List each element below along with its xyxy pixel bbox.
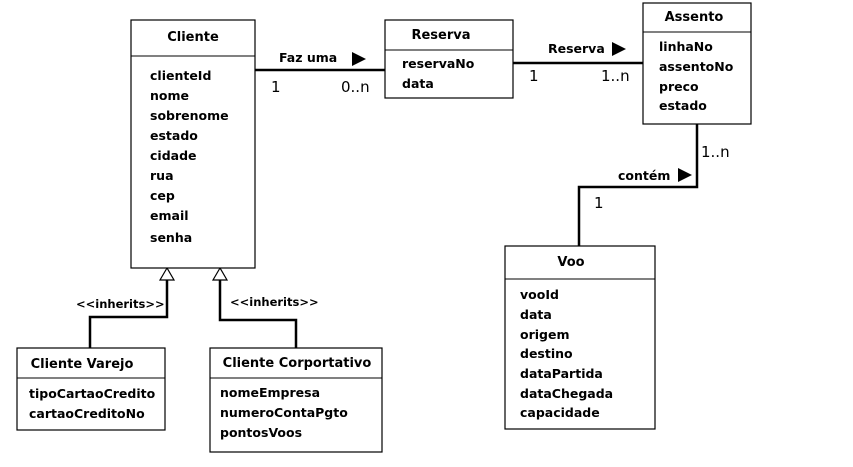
attribute: destino: [520, 346, 573, 361]
direction-arrow-icon: [678, 168, 692, 182]
attribute: clienteId: [150, 68, 211, 83]
class-cliente-varejo: Cliente Varejo tipoCartaoCredito cartaoC…: [16, 347, 166, 431]
attribute: data: [520, 307, 552, 322]
class-title-cliente-corporativo: Cliente Corportativo: [223, 356, 372, 371]
class-title-cliente-varejo: Cliente Varejo: [31, 357, 134, 372]
class-title-voo: Voo: [557, 255, 584, 270]
attribute: email: [150, 208, 189, 223]
attribute: data: [402, 76, 434, 91]
multiplicity-reserva-from-cliente: 0..n: [341, 78, 370, 96]
stereotype-inherits-corporativo: <<inherits>>: [230, 295, 319, 309]
attribute: rua: [150, 168, 174, 183]
attribute: cidade: [150, 148, 197, 163]
attribute: numeroContaPgto: [220, 405, 348, 420]
attribute: capacidade: [520, 405, 600, 420]
attribute: assentoNo: [659, 59, 734, 74]
attribute: cartaoCreditoNo: [29, 406, 145, 421]
association-label-contem: contém: [618, 168, 670, 183]
association-label-faz-uma: Faz uma: [279, 50, 337, 65]
attribute: dataPartida: [520, 366, 603, 381]
direction-arrow-icon: [612, 42, 626, 56]
multiplicity-reserva: 1: [529, 67, 539, 85]
attribute: estado: [659, 98, 707, 113]
class-title-cliente: Cliente: [167, 30, 219, 45]
attribute: cep: [150, 188, 175, 203]
association-assento-voo: [577, 124, 699, 246]
attribute: preco: [659, 79, 699, 94]
attribute: pontosVoos: [220, 425, 302, 440]
stereotype-inherits-varejo: <<inherits>>: [76, 297, 165, 311]
attribute: estado: [150, 128, 198, 143]
attribute: sobrenome: [150, 108, 229, 123]
attribute: linhaNo: [659, 39, 713, 54]
class-cliente-corporativo: Cliente Corportativo nomeEmpresa numeroC…: [209, 347, 383, 453]
attribute: tipoCartaoCredito: [29, 386, 156, 401]
multiplicity-assento: 1..n: [701, 143, 730, 161]
multiplicity-assento-from-reserva: 1..n: [601, 67, 630, 85]
attribute: nome: [150, 88, 189, 103]
inheritance-varejo-cliente: [88, 280, 169, 348]
class-title-reserva: Reserva: [411, 28, 470, 43]
attribute: dataChegada: [520, 386, 613, 401]
inheritance-corporativo-cliente: [218, 280, 298, 348]
class-assento: Assento linhaNo assentoNo preco estado: [642, 2, 752, 125]
direction-arrow-icon: [352, 52, 366, 66]
attribute: nomeEmpresa: [220, 385, 320, 400]
attribute: reservaNo: [402, 56, 475, 71]
class-cliente: Cliente clienteId nome sobrenome estado …: [130, 19, 256, 269]
class-reserva: Reserva reservaNo data: [384, 19, 514, 99]
attribute: vooId: [520, 287, 559, 302]
multiplicity-voo: 1: [594, 194, 604, 212]
multiplicity-cliente: 1: [271, 78, 281, 96]
attribute: senha: [150, 230, 192, 245]
inheritance-triangle-icon: [158, 266, 176, 281]
attribute: origem: [520, 327, 570, 342]
class-title-assento: Assento: [665, 10, 724, 25]
inheritance-triangle-icon: [211, 266, 229, 281]
class-voo: Voo vooId data origem destino dataPartid…: [504, 245, 656, 430]
association-label-reserva: Reserva: [548, 41, 605, 56]
